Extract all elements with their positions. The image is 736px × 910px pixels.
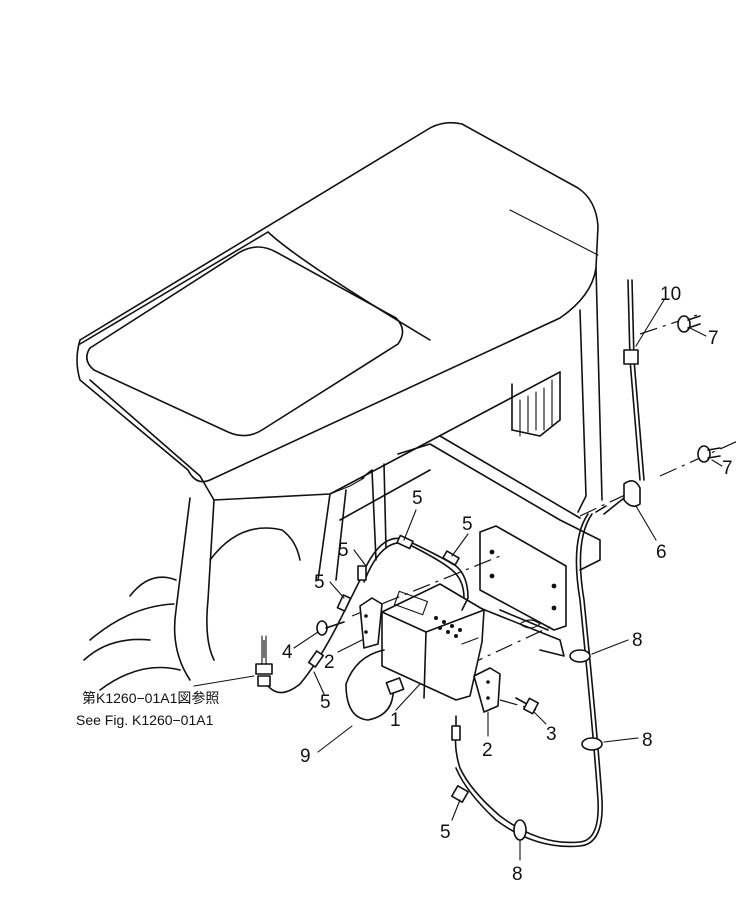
callout-2-left: 2: [324, 652, 335, 673]
callout-5-bottom: 5: [440, 822, 451, 843]
leader-lines: [193, 299, 723, 861]
reference-note-en: See Fig. K1260−01A1: [76, 712, 214, 728]
callout-8-bottom: 8: [512, 864, 523, 885]
callout-5-bottom-left: 5: [320, 692, 331, 713]
callout-5-mid: 5: [338, 540, 349, 561]
callout-4: 4: [282, 642, 293, 663]
assembly-lines: [263, 313, 736, 711]
callout-10: 10: [660, 284, 681, 305]
callout-5-top-right: 5: [462, 514, 473, 535]
bolt-7-upper: [677, 315, 701, 333]
screw-4: [316, 620, 345, 636]
callout-2-right: 2: [482, 740, 493, 761]
cab-roof: [76, 121, 599, 501]
antenna: [595, 279, 645, 515]
callout-7-lower: 7: [722, 458, 733, 479]
callout-8-upper: 8: [632, 630, 643, 651]
callout-9: 9: [300, 746, 311, 767]
bolt-3: [515, 697, 540, 715]
callout-6: 6: [656, 542, 667, 563]
callout-3: 3: [546, 724, 557, 745]
callout-8-middle: 8: [642, 730, 653, 751]
antenna-cable: [451, 513, 603, 848]
connector-plug: [255, 635, 273, 687]
callout-1: 1: [390, 710, 401, 731]
callout-5-top: 5: [412, 488, 423, 509]
radio-unit: [381, 583, 485, 701]
bracket-right: [473, 667, 501, 713]
cab-frame: [83, 267, 603, 691]
callouts: 1 2 2 3 4 5 5 5 5 5 5 6 7 7 8 8 8 9 10: [282, 284, 733, 885]
mounting-plate: [479, 525, 567, 631]
bolt-7-lower: [697, 445, 721, 463]
bracket-left: [359, 597, 383, 649]
cable-9: [345, 649, 405, 721]
callout-7-upper: 7: [708, 328, 719, 349]
roof-window: [86, 246, 404, 437]
power-harness: [267, 534, 469, 694]
reference-note: 第K1260−01A1図参照 See Fig. K1260−01A1: [76, 690, 219, 728]
reference-note-jp: 第K1260−01A1図参照: [82, 690, 219, 706]
callout-5-left: 5: [314, 572, 325, 593]
